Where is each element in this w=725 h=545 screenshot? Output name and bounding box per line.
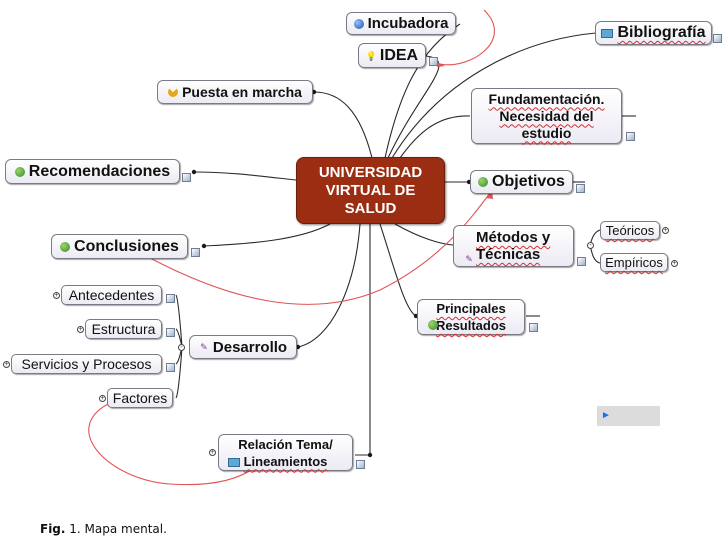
topic-fundamentacion[interactable]: Fundamentación. Necesidad del estudio	[471, 88, 622, 144]
play-icon: ►	[601, 410, 611, 421]
expand-toggle[interactable]: +	[53, 292, 60, 299]
topic-desarrollo[interactable]: ✎ Desarrollo	[189, 335, 297, 359]
lightbulb-icon: 💡	[365, 50, 378, 61]
topic-conclusiones-label: Conclusiones	[74, 237, 179, 255]
note-icon[interactable]	[356, 460, 365, 469]
expand-toggle[interactable]: +	[662, 227, 669, 234]
topic-objetivos-label: Objetivos	[492, 173, 565, 190]
topic-metodos-line-2: Técnicas	[476, 246, 541, 263]
green-bullet-icon	[14, 166, 25, 177]
central-topic[interactable]: UNIVERSIDAD VIRTUAL DE SALUD	[296, 157, 445, 224]
book-icon	[601, 28, 614, 38]
topic-factores-label: Factores	[112, 390, 168, 406]
link-metodos	[394, 223, 454, 246]
link-idea	[387, 55, 440, 159]
topic-incubadora[interactable]: Incubadora	[346, 12, 456, 35]
topic-recomendaciones[interactable]: Recomendaciones	[5, 159, 180, 184]
link-conclusiones	[203, 223, 331, 247]
green-bullet-icon	[478, 177, 489, 187]
topic-relacion-line-1: Relación Tema/	[238, 436, 333, 452]
note-icon[interactable]	[166, 294, 175, 303]
book-icon	[228, 458, 240, 467]
note-icon[interactable]	[713, 34, 722, 43]
play-button[interactable]: ►	[597, 406, 660, 426]
note-icon[interactable]	[166, 363, 175, 372]
link-fundamentacion	[399, 115, 471, 159]
topic-factores[interactable]: Factores	[107, 388, 173, 408]
central-topic-line-2: VIRTUAL DE	[325, 181, 416, 199]
note-icon[interactable]	[182, 173, 191, 182]
central-topic-line-3: SALUD	[344, 199, 397, 217]
topic-fundamentacion-line-3: estudio	[521, 124, 572, 141]
figure-caption: Fig. 1. Mapa mental.	[40, 522, 167, 536]
note-icon[interactable]	[529, 323, 538, 332]
topic-relacion-line-2: Lineamientos	[243, 453, 328, 469]
central-topic-line-1: UNIVERSIDAD	[318, 163, 423, 181]
link-antecedentes	[175, 294, 183, 348]
link-puesta	[313, 91, 373, 159]
topic-relacion-tema[interactable]: Relación Tema/ Lineamientos	[218, 434, 353, 471]
pencil-icon: ✎	[200, 342, 208, 352]
topic-recomendaciones-label: Recomendaciones	[28, 162, 171, 180]
expand-toggle[interactable]: +	[77, 326, 84, 333]
expand-toggle[interactable]: +	[99, 395, 106, 402]
expand-toggle[interactable]: +	[671, 260, 678, 267]
figure-caption-text: 1. Mapa mental.	[65, 522, 167, 536]
topic-bibliografia-label: Bibliografía	[617, 24, 706, 41]
expand-toggle[interactable]: +	[3, 361, 10, 368]
topic-empiricos[interactable]: Empíricos	[600, 253, 668, 272]
topic-empiricos-label: Empíricos	[605, 255, 663, 270]
topic-estructura[interactable]: Estructura	[85, 319, 162, 339]
topic-puesta-en-marcha[interactable]: Puesta en marcha	[157, 80, 313, 104]
note-icon[interactable]	[191, 248, 200, 257]
expand-toggle[interactable]: +	[209, 449, 216, 456]
note-icon[interactable]	[166, 328, 175, 337]
topic-fundamentacion-line-2: Necesidad del	[499, 107, 594, 124]
link-principales	[379, 223, 417, 317]
link-recomendaciones	[193, 171, 297, 181]
topic-estructura-label: Estructura	[91, 321, 156, 337]
green-bullet-icon	[60, 241, 71, 252]
topic-conclusiones[interactable]: Conclusiones	[51, 234, 188, 259]
topic-incubadora-label: Incubadora	[367, 15, 449, 32]
topic-idea-label: IDEA	[379, 46, 419, 64]
relationship-conclusiones-objetivos	[149, 192, 491, 305]
topic-objetivos[interactable]: Objetivos	[470, 170, 573, 194]
globe-icon	[353, 18, 364, 29]
topic-fundamentacion-line-1: Fundamentación.	[488, 90, 605, 107]
topic-puesta-label: Puesta en marcha	[182, 84, 302, 100]
topic-antecedentes-label: Antecedentes	[68, 287, 155, 303]
pencil-icon: ✎	[465, 254, 473, 264]
progress-icon	[168, 87, 179, 97]
topic-metodos-tecnicas[interactable]: Métodos y Técnicas	[453, 225, 574, 267]
relationship-incubadora-idea	[439, 9, 495, 66]
topic-teoricos[interactable]: Teóricos	[600, 221, 660, 240]
topic-servicios-label: Servicios y Procesos	[21, 356, 152, 372]
topic-teoricos-label: Teóricos	[605, 223, 655, 238]
relationship-factores-relacion	[88, 403, 255, 486]
topic-principales-line-2: Resultados	[435, 318, 507, 333]
link-desarrollo	[297, 223, 361, 348]
note-icon[interactable]	[576, 184, 585, 193]
link-bibliografia	[391, 32, 597, 159]
topic-bibliografia[interactable]: Bibliografía	[595, 21, 712, 45]
note-icon[interactable]	[626, 132, 635, 141]
figure-caption-prefix: Fig.	[40, 522, 66, 536]
green-bullet-icon	[428, 320, 438, 330]
topic-metodos-line-1: Métodos y	[476, 229, 551, 246]
link-factores	[175, 346, 183, 399]
topic-principales-line-1: Principales	[436, 301, 506, 316]
topic-desarrollo-label: Desarrollo	[212, 338, 288, 356]
collapse-toggle[interactable]: -	[178, 344, 185, 351]
link-relacion	[355, 224, 371, 456]
note-icon[interactable]	[429, 57, 438, 66]
note-icon[interactable]	[577, 257, 586, 266]
topic-idea[interactable]: 💡 IDEA	[358, 43, 426, 68]
topic-antecedentes[interactable]: Antecedentes	[61, 285, 162, 305]
collapse-toggle[interactable]: -	[587, 242, 594, 249]
topic-servicios-procesos[interactable]: Servicios y Procesos	[11, 354, 162, 374]
